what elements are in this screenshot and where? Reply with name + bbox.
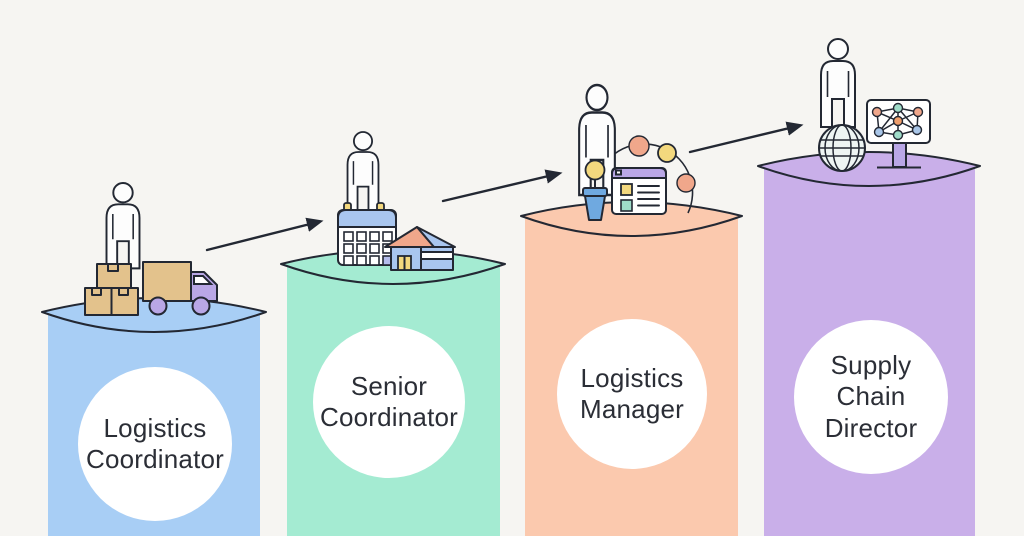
- globe-icon: [818, 124, 866, 172]
- stage-3-title: Logistics Manager: [580, 363, 684, 425]
- stage-2-title: Senior Coordinator: [320, 371, 458, 433]
- stage-title-line: Logistics: [103, 412, 207, 443]
- stage-title-line: Director: [824, 412, 918, 443]
- stage-3-label-circle: Logistics Manager: [557, 319, 707, 469]
- stage-title-line: Logistics: [580, 362, 684, 393]
- network-strategy-board-icon: [866, 99, 931, 169]
- stage-title-line: Senior: [350, 370, 428, 401]
- person-icon: [346, 131, 380, 213]
- warehouse-house-icon: [384, 226, 456, 271]
- process-nodes-icon: [628, 135, 696, 193]
- stage-title-line: Supply: [830, 350, 912, 381]
- progression-arrows: [205, 121, 804, 252]
- delivery-truck-icon: [142, 261, 218, 316]
- wall-calendar-icon: [337, 202, 397, 266]
- dashboard-window-icon: [611, 167, 667, 215]
- stage-1-label-circle: Logistics Coordinator: [78, 367, 232, 521]
- arrow-stage1-stage2: [205, 217, 324, 252]
- stage-4-label-circle: Supply Chain Director: [794, 320, 948, 474]
- person-icon: [820, 38, 856, 128]
- stage-title-line: Manager: [579, 394, 685, 424]
- arrow-stage3-stage4: [688, 121, 804, 154]
- stage-title-line: Coordinator: [85, 444, 225, 474]
- stage-2-label-circle: Senior Coordinator: [313, 326, 465, 478]
- arrow-stage2-stage3: [441, 169, 563, 203]
- stage-title-line: Chain: [836, 381, 906, 412]
- stage-1-title: Logistics Coordinator: [86, 413, 224, 475]
- person-icon: [105, 182, 141, 270]
- potted-plant-icon: [582, 159, 608, 221]
- stage-4-title: Supply Chain Director: [825, 350, 918, 444]
- cardboard-boxes-icon: [84, 263, 139, 316]
- stage-title-line: Coordinator: [319, 402, 459, 432]
